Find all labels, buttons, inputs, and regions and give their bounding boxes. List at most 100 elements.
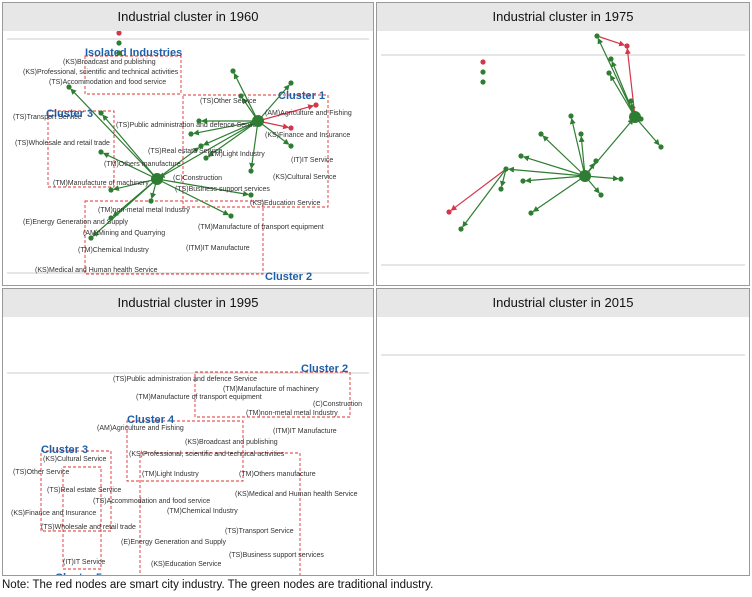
node-bro [116,31,122,36]
node-con [638,116,644,122]
node-bus [203,155,209,161]
node-tre [248,192,254,198]
node-mac [606,70,612,76]
network-edge [202,120,259,146]
network-edge [524,175,586,184]
cluster-label: Cluster 3 [41,444,88,456]
network-edge [156,147,200,180]
network-edge [578,135,586,177]
panel-1975: Industrial cluster in 1975 Cluster 3Isol… [376,2,750,286]
hub-node-non [629,111,641,123]
node-label-pub: (TS)Public administration and defence Se… [113,376,257,383]
network-edge [462,168,507,228]
cluster-box [182,94,329,208]
panel-title: Industrial cluster in 2015 [377,289,749,317]
node-mac [98,149,104,155]
network-edge [610,74,636,118]
node-label-its: (IT)IT Service [63,559,105,566]
cluster-label: Cluster 4 [127,414,175,426]
network-edge [634,116,660,146]
node-label-cul: (KS)Cultural Service [43,456,107,463]
cluster-box [84,200,264,275]
node-label-bro: (KS)Broadcast and publishing [63,59,156,66]
panel-title: Industrial cluster in 1960 [3,3,373,31]
hub-node-che [579,170,591,182]
node-who [98,110,104,116]
node-label-non: (TM)non-metal metal Industry [246,410,338,417]
network-edge [70,88,158,180]
node-label-con: (C)Construction [313,401,362,408]
node-label-non: (TM)non-metal metal Industry [98,207,190,214]
node-label-pro: (KS)Professional, scientific and technic… [129,451,285,458]
network-edge [112,178,158,192]
node-its [288,125,294,131]
node-agr [518,153,524,159]
panel-title: Industrial cluster in 1975 [377,3,749,31]
network-edge [522,155,586,177]
node-label-mac: (TM)Manufacture of machinery [223,386,319,393]
node-acc [598,192,604,198]
node-label-edu: (KS)Education Service [151,561,222,568]
cluster-label: Cluster 2 [301,363,348,375]
node-pro [116,40,122,46]
network-edge [596,35,626,47]
hub-node-lig [252,115,264,127]
network-edge [257,104,315,122]
node-edu [248,168,254,174]
node-label-tms: (TM)Others manufacture [239,471,316,478]
network-edge [192,120,259,136]
node-tra [66,84,72,90]
node-oth [230,68,236,74]
node-label-edu: (KS)Education Service [250,200,321,207]
figure-note: Note: The red nodes are smart city indus… [2,579,434,591]
node-label-itm: (ITM)IT Manufacture [186,245,250,252]
cluster-label: Cluster 5 [55,572,102,575]
cluster-box [40,450,112,532]
node-fin [458,226,464,232]
node-min [520,178,526,184]
node-label-mac: (TM)Manufacture of machinery [53,180,149,187]
node-con [198,143,204,149]
node-tra [528,210,534,216]
node-label-who: (TS)Wholesale and retail trade [15,140,110,147]
node-rea [658,144,664,150]
cluster-label: Cluster 2 [265,271,312,283]
node-label-lig: (TM)Light Industry [208,151,265,158]
network-edge [207,120,259,157]
node-tre [628,98,634,104]
node-pub [480,79,486,85]
node-label-med: (KS)Medical and Human health Service [35,267,158,274]
node-label-who: (TS)Wholesale and retail trade [41,524,136,531]
network-edge [542,135,586,177]
node-label-fin: (KS)Finance and Insurance [11,510,96,517]
network-edge [257,84,290,122]
node-tms [538,131,544,137]
node-label-con: (C)Construction [173,175,222,182]
network-edge [450,168,507,211]
node-label-ene: (E)Energy Generation and Supply [23,219,129,226]
node-label-lig: (TM)Light Industry [142,471,199,478]
network-edge [92,178,158,237]
node-label-acc: (TS)Accommodation and food service [93,498,210,505]
node-oth [618,176,624,182]
node-itm [228,213,234,219]
panel-1960: Industrial cluster in 1960 Isolated Indu… [2,2,374,286]
network-edge [156,178,230,216]
node-label-bus: (TS)Business support services [229,552,324,559]
node-label-bus: (TS)Business support services [175,186,270,193]
node-ene [108,187,114,193]
network-edge [156,178,250,197]
cluster-label: Cluster 3 [46,108,93,120]
network-edge [158,120,259,179]
node-label-tra: (TS)Transport Service [13,114,82,121]
node-label-che: (TM)Chemical Industry [167,508,238,515]
node-label-agr: (AM)Agriculture and Fishing [97,425,184,432]
cluster-label: Cluster 1 [278,90,325,102]
node-label-tra: (TS)Transport Service [225,528,294,535]
node-che [108,215,114,221]
node-label-rea: (TS)Real estate Service [47,487,121,494]
network-edge [569,117,586,177]
